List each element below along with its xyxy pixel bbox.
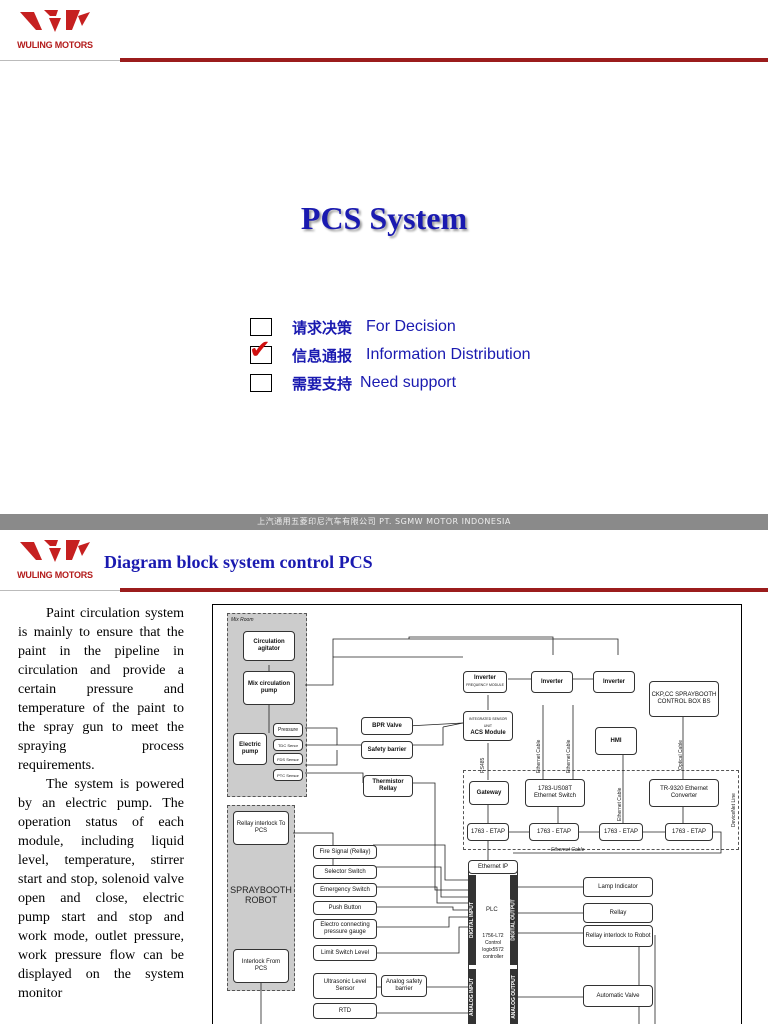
output-relay-interlock-robot: Rellay interlock to Robot xyxy=(583,925,653,947)
ethernet-converter: TR-9320 Ethernet Converter xyxy=(649,779,719,807)
checkbox[interactable]: ✔ xyxy=(249,337,272,364)
input-limit-switch: Limit Switch Level xyxy=(313,945,377,961)
option-information-distribution[interactable]: ✔ 信息通报 Information Distribution xyxy=(249,337,531,366)
diagram-slide-title: Diagram block system control PCS xyxy=(104,552,373,572)
block-diagram: Mix Room xyxy=(212,604,742,1024)
header-rule-grey xyxy=(0,60,120,61)
input-push-button: Push Button xyxy=(313,901,377,915)
output-relay: Rellay xyxy=(583,903,653,923)
paragraph: Paint circulation system is mainly to en… xyxy=(18,606,184,773)
network-zone xyxy=(463,770,739,850)
header-rule-grey xyxy=(0,590,120,591)
sensor-fds: FDS Sensor xyxy=(273,753,303,765)
circulation-agitator: Circulation agitator xyxy=(243,631,295,661)
company-footer-band: 上汽通用五菱印尼汽车有限公司 PT. SGMW MOTOR INDONESIA xyxy=(0,514,768,530)
sensor-pressure: Pressure xyxy=(273,723,303,737)
etap-4: 1763 - ETAP xyxy=(665,823,713,841)
mix-circulation-pump: Mix circulation pump xyxy=(243,671,295,705)
thermistor-relay: Thermistor Rellay xyxy=(363,775,413,797)
option-need-support[interactable]: 需要支持 Need support xyxy=(250,372,456,394)
header-rule-red xyxy=(120,588,768,592)
ethernet-cable-label: Ethernet Cable xyxy=(536,739,542,773)
wuling-logo: WULING MOTORS xyxy=(14,536,96,580)
option-en: Information Distribution xyxy=(366,346,531,363)
input-selector-switch: Selector Switch xyxy=(313,865,377,879)
input-pressure-gauge: Electro connecting pressure gauge xyxy=(313,919,377,939)
bpr-valve: BPR Valve xyxy=(361,717,413,735)
spraybooth-robot-label: SPRAYBOOTH ROBOT xyxy=(230,885,292,905)
checkbox[interactable] xyxy=(250,374,272,392)
plc-label: PLC xyxy=(486,907,498,913)
sensor-ptc: PTC Sensor xyxy=(273,769,303,781)
ethernet-cable-label: Ethernet Cable xyxy=(566,739,572,773)
output-automatic-valve: Automatic Valve xyxy=(583,985,653,1007)
plc-model: 1756-L72 Control logix5572 controller xyxy=(477,927,509,967)
input-emergency-switch: Emergency Switch xyxy=(313,883,377,897)
ethernet-cable-label: Ethernet Cable xyxy=(551,847,585,853)
paragraph: The system is powered by an electric pum… xyxy=(18,777,184,1001)
digital-output-bus: DIGITAL OUTPUT xyxy=(510,875,518,965)
option-zh: 请求决策 xyxy=(292,318,353,337)
option-for-decision[interactable]: 请求决策 For Decision xyxy=(250,316,456,338)
electric-pump: Electric pump xyxy=(233,733,267,765)
header-rule-red xyxy=(120,58,768,62)
output-lamp-indicator: Lamp Indicator xyxy=(583,877,653,897)
digital-input-bus: DIGITAL INPUT xyxy=(468,875,476,965)
option-zh: 信息通报 xyxy=(292,346,353,365)
option-en: For Decision xyxy=(366,318,456,335)
connection-lines xyxy=(260,636,722,1024)
etap-1: 1763 - ETAP xyxy=(467,823,509,841)
safety-barrier: Safety barrier xyxy=(361,741,413,759)
input-fire-signal: Fire Signal (Rellay) xyxy=(313,845,377,859)
slide-diagram: WULING MOTORS Diagram block system contr… xyxy=(0,530,768,1024)
ultrasonic-level-sensor: Ultrasonic Level Sensor xyxy=(313,973,377,999)
gateway: Gateway xyxy=(469,781,509,805)
option-zh: 需要支持 xyxy=(292,374,353,393)
mix-room-label: Mix Room xyxy=(231,617,254,623)
ethernet-ip: Ethernet IP xyxy=(468,860,518,874)
sensor-tdc: TDC Senor xyxy=(273,739,303,751)
slide-title-text: PCS System xyxy=(300,200,468,236)
etap-3: 1763 - ETAP xyxy=(599,823,643,841)
brand-name: WULING MOTORS xyxy=(17,40,93,50)
checkmark-icon: ✔ xyxy=(249,335,271,365)
etap-2: 1763 - ETAP xyxy=(529,823,579,841)
analog-safety-barrier: Analog safety barrier xyxy=(381,975,427,997)
analog-input-bus: ANALOG INPUT xyxy=(468,969,476,1024)
ckp-control-box: CKP,CC SPRAYBOOTH CONTROL BOX BS xyxy=(649,681,719,717)
inverter-3: Inverter xyxy=(593,671,635,693)
checkbox[interactable] xyxy=(250,318,272,336)
inverter-2: Inverter xyxy=(531,671,573,693)
relay-interlock-to-pcs: Rellay interlock To PCS xyxy=(233,811,289,845)
rs485-label: RS485 xyxy=(480,757,486,773)
optical-cable-label: Optical Cable xyxy=(678,739,684,770)
ethernet-switch: 1783-US08T Ethernet Switch xyxy=(525,779,585,807)
wuling-emblem-icon xyxy=(20,540,90,562)
ethernet-cable-label: Ethernet Cable xyxy=(617,787,623,821)
hmi: HMI xyxy=(595,727,637,755)
wuling-logo: WULING MOTORS xyxy=(14,6,96,50)
slide-title: WULING MOTORS PCS System 请求决策 For Decisi… xyxy=(0,6,768,394)
brand-name: WULING MOTORS xyxy=(17,570,93,580)
devicenet-label: DeviceNet Line xyxy=(731,793,737,827)
description-text: Paint circulation system is mainly to en… xyxy=(18,604,184,1003)
rtd: RTD xyxy=(313,1003,377,1019)
wuling-emblem-icon xyxy=(20,10,90,32)
interlock-from-pcs: Interlock From PCS xyxy=(233,949,289,983)
analog-output-bus: ANALOG OUTPUT xyxy=(510,969,518,1024)
option-en: Need support xyxy=(360,374,457,391)
